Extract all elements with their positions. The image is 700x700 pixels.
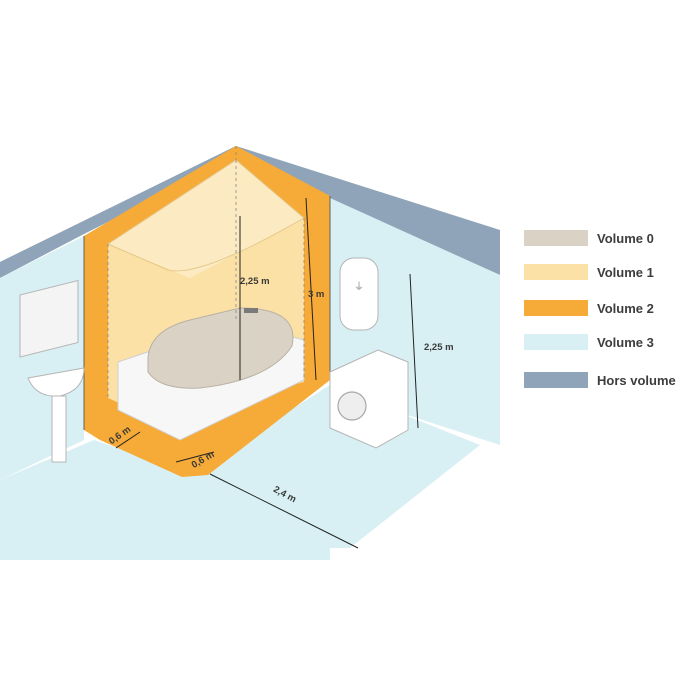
legend-item-hors-volume: Hors volume (524, 370, 700, 390)
legend-label: Hors volume (597, 373, 676, 388)
hors-volume-wall-left-lower (0, 146, 236, 278)
tap (244, 308, 258, 313)
sink-pedestal (51, 395, 67, 463)
legend-item-volume-2: Volume 2 (524, 298, 700, 318)
dim-total-height: 3 m (308, 289, 324, 300)
water-heater (339, 257, 379, 331)
volume-1-top (108, 160, 304, 278)
legend-label: Volume 2 (597, 301, 654, 316)
legend-item-volume-3: Volume 3 (524, 332, 700, 352)
legend-swatch (524, 230, 588, 246)
legend-swatch (524, 264, 588, 280)
room-outline (83, 196, 331, 430)
legend-label: Volume 3 (597, 335, 654, 350)
ground-symbol: ⏚ (354, 281, 364, 293)
legend-swatch (524, 334, 588, 350)
volume-3-floor-left (0, 385, 330, 560)
legend-swatch (524, 372, 588, 388)
dimension-arrows (115, 197, 419, 549)
legend-item-volume-1: Volume 1 (524, 262, 700, 282)
dim-wall-height: 2,25 m (424, 342, 454, 353)
hors-volume-wall-right-band (236, 146, 500, 275)
washing-machine-door (337, 391, 367, 421)
dashed-guides (107, 146, 305, 398)
washing-machine (329, 349, 409, 449)
volume-0-tub-interior (147, 307, 294, 389)
legend-label: Volume 1 (597, 265, 654, 280)
dim-inner-height: 2,25 m (240, 276, 270, 287)
volume-3-left-wall (0, 236, 84, 480)
legend-item-volume-0: Volume 0 (524, 228, 700, 248)
legend-label: Volume 0 (597, 231, 654, 246)
mirror (19, 279, 79, 358)
legend-swatch (524, 300, 588, 316)
